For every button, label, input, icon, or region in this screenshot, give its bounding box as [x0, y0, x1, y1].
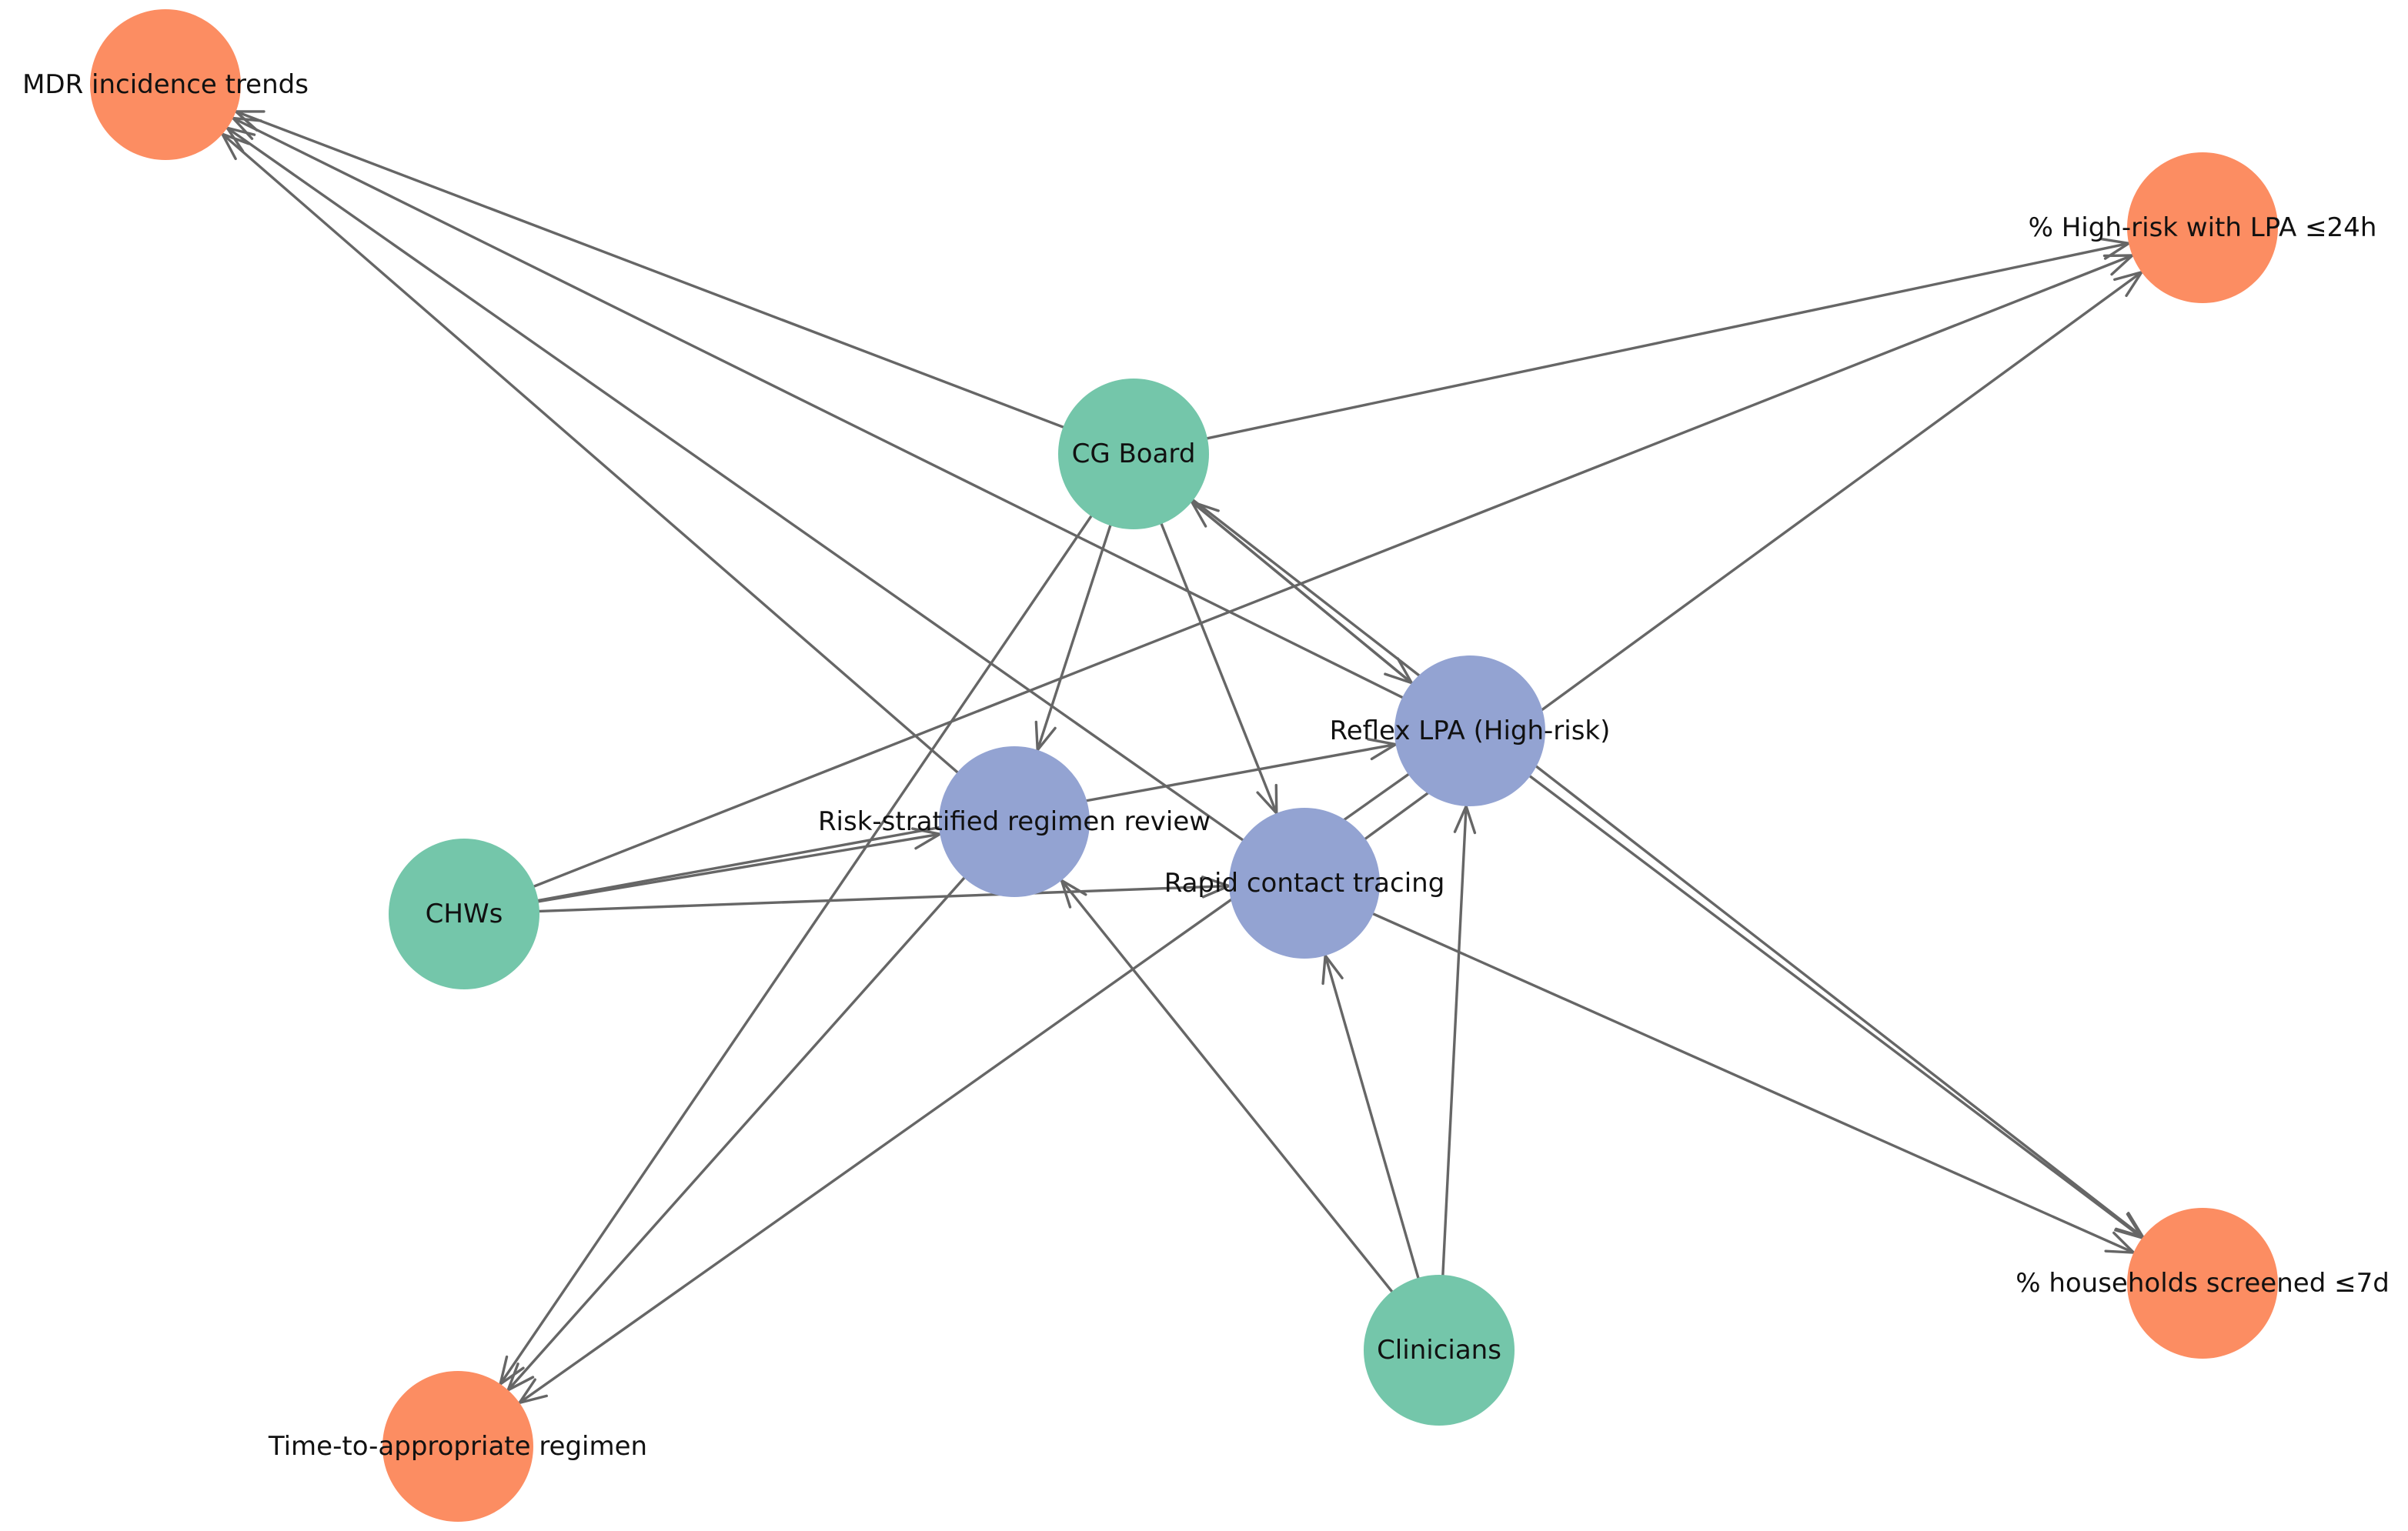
- edge-contact-tracing-to-households-7d: [1304, 882, 2135, 1254]
- edge-reflex-lpa-to-mdr-trends: [232, 116, 1471, 732]
- edge-reflex-lpa-to-households-7d: [1468, 729, 2143, 1239]
- node-cg-board[interactable]: [1058, 379, 1209, 529]
- node-label-lpa-24h: % High-risk with LPA ≤24h: [2029, 212, 2377, 243]
- edge-cg-board-to-lpa-24h: [1133, 242, 2129, 455]
- arrowhead-clinicians-to-reflex-lpa: [1453, 805, 1477, 835]
- arrowhead-chws-to-risk-regimen: [910, 827, 942, 850]
- edge-contact-tracing-to-mdr-trends: [226, 126, 1305, 885]
- node-label-reflex-lpa: Reflex LPA (High-risk): [1330, 715, 1611, 746]
- node-risk-regimen[interactable]: [939, 746, 1090, 897]
- node-time-regimen[interactable]: [382, 1371, 533, 1522]
- node-label-mdr-trends: MDR incidence trends: [22, 69, 309, 100]
- edge-chws-to-reflex-lpa: [463, 742, 1396, 916]
- edges-layer: [221, 110, 2144, 1404]
- edge-chws-to-risk-regimen: [463, 832, 940, 916]
- node-label-time-regimen: Time-to-appropriate regimen: [268, 1431, 647, 1462]
- edge-chws-to-contact-tracing: [463, 884, 1230, 916]
- edge-cg-board-to-mdr-trends: [235, 110, 1134, 455]
- arrowhead-cg-board-to-mdr-trends: [234, 110, 266, 132]
- arrowhead-risk-regimen-to-time-regimen: [506, 1363, 535, 1392]
- edge-chws-to-lpa-24h: [463, 254, 2133, 916]
- node-mdr-trends[interactable]: [90, 9, 241, 160]
- arrowhead-reflex-lpa-to-cg-board: [1190, 500, 1220, 528]
- node-chws[interactable]: [389, 839, 539, 989]
- edge-risk-regimen-to-mdr-trends: [221, 132, 1016, 823]
- node-reflex-lpa[interactable]: [1394, 655, 1545, 806]
- arrowhead-contact-tracing-to-households-7d: [2104, 1231, 2136, 1254]
- nodes-layer: [90, 9, 2278, 1522]
- arrowhead-chws-to-contact-tracing: [1201, 876, 1231, 899]
- node-label-clinicians: Clinicians: [1377, 1335, 1501, 1366]
- node-clinicians[interactable]: [1364, 1275, 1515, 1426]
- edge-cg-board-to-time-regimen: [499, 453, 1135, 1385]
- node-contact-tracing[interactable]: [1229, 808, 1380, 959]
- arrowhead-cg-board-to-contact-tracing: [1256, 783, 1278, 815]
- node-label-risk-regimen: Risk-stratified regimen review: [818, 806, 1211, 837]
- arrowhead-cg-board-to-reflex-lpa: [1384, 657, 1414, 685]
- node-label-chws: CHWs: [426, 899, 503, 929]
- edge-risk-regimen-to-time-regimen: [506, 820, 1016, 1391]
- node-label-households-7d: % households screened ≤7d: [2016, 1268, 2390, 1299]
- node-label-cg-board: CG Board: [1072, 439, 1196, 469]
- arrowheads-layer: [221, 110, 2145, 1405]
- edge-clinicians-to-risk-regimen: [1060, 879, 1441, 1352]
- node-households-7d[interactable]: [2127, 1208, 2278, 1359]
- node-lpa-24h[interactable]: [2127, 152, 2278, 303]
- arrowhead-chws-to-reflex-lpa: [1367, 738, 1398, 761]
- edge-clinicians-to-reflex-lpa: [1438, 806, 1468, 1351]
- node-label-contact-tracing: Rapid contact tracing: [1164, 868, 1445, 899]
